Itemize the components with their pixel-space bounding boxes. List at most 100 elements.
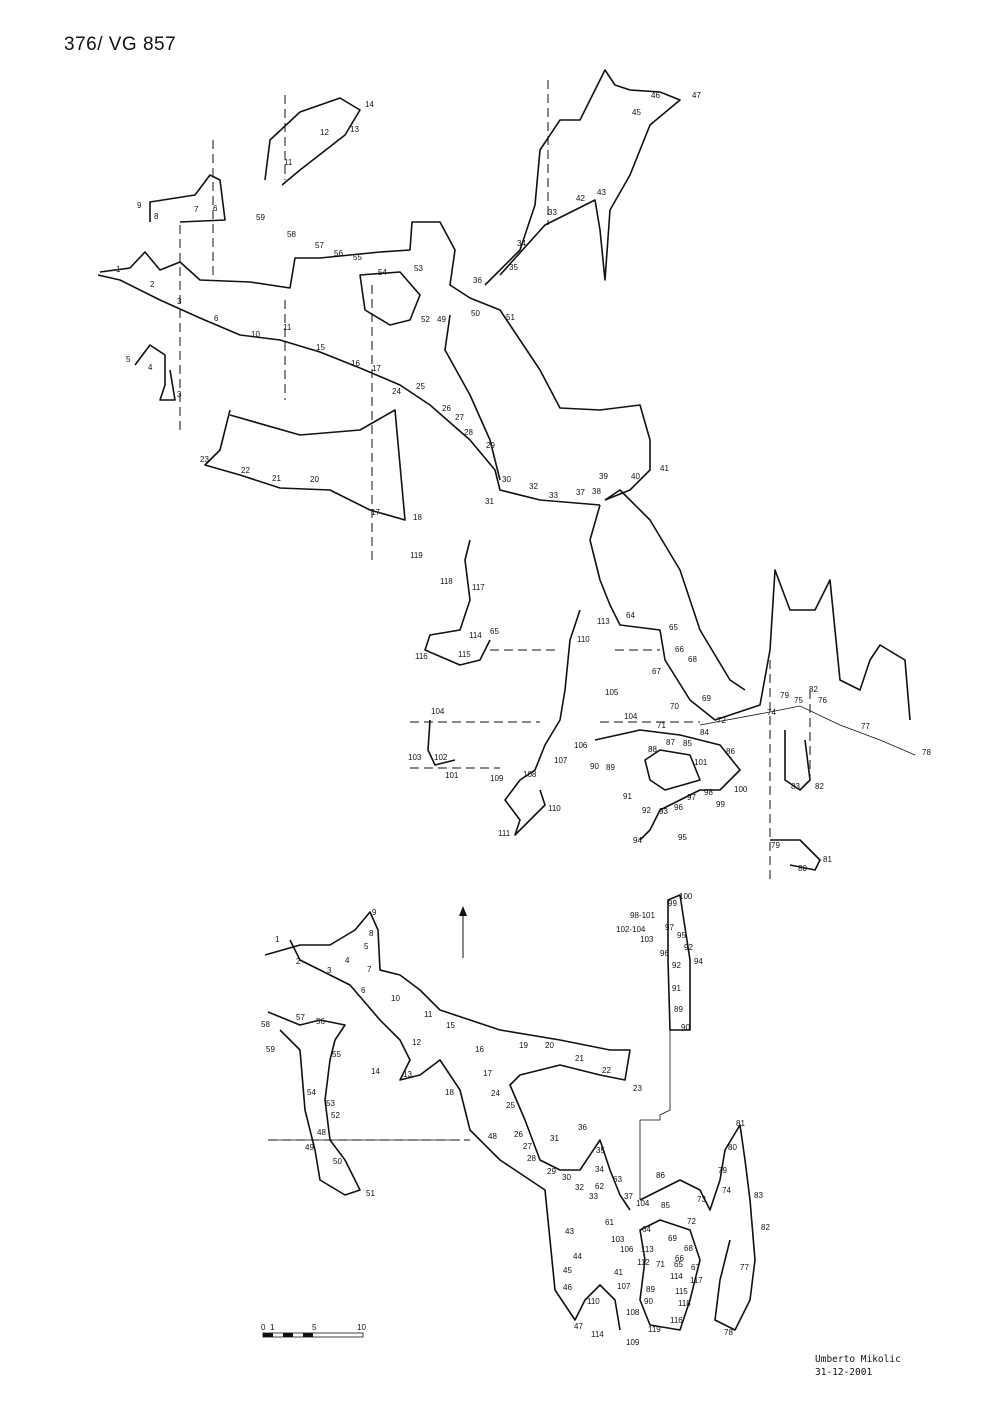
station-label: 79 <box>780 691 789 700</box>
station-label: 72 <box>717 716 726 725</box>
station-label: 45 <box>632 108 641 117</box>
station-label: 32 <box>529 482 538 491</box>
station-label: 80 <box>728 1143 737 1152</box>
station-label: 101 <box>445 771 459 780</box>
station-label: 43 <box>565 1227 574 1236</box>
station-label: 4 <box>148 363 153 372</box>
station-label: 103 <box>408 753 422 762</box>
station-label: 77 <box>861 722 870 731</box>
station-label: 49 <box>437 315 446 324</box>
station-label: 67 <box>652 667 661 676</box>
station-label: 77 <box>740 1263 749 1272</box>
station-label: 3 <box>327 966 332 975</box>
station-label: 53 <box>414 264 423 273</box>
station-label: 102-104 <box>616 925 646 934</box>
station-label: 65 <box>669 623 678 632</box>
station-label: 67 <box>691 1263 700 1272</box>
station-label: 35 <box>509 263 518 272</box>
station-label: 75 <box>794 696 803 705</box>
section-view <box>264 894 756 1331</box>
station-label: 29 <box>547 1167 556 1176</box>
station-label: 7 <box>194 205 199 214</box>
station-label: 102 <box>434 753 448 762</box>
station-label: 94 <box>633 836 642 845</box>
station-label: 81 <box>823 855 832 864</box>
station-label: 89 <box>646 1285 655 1294</box>
station-label: 20 <box>545 1041 554 1050</box>
station-label: 62 <box>595 1182 604 1191</box>
station-label: 90 <box>590 762 599 771</box>
station-label: 112 <box>637 1258 650 1267</box>
station-label: 74 <box>767 708 776 717</box>
station-label: 85 <box>683 739 692 748</box>
station-label: 34 <box>595 1165 604 1174</box>
station-label: 73 <box>697 1195 706 1204</box>
station-label: 52 <box>421 315 430 324</box>
station-label: 33 <box>589 1192 598 1201</box>
station-label: 23 <box>200 455 209 464</box>
station-label: 57 <box>315 241 324 250</box>
station-label: 8 <box>369 929 374 938</box>
station-label: 31 <box>485 497 494 506</box>
station-label: 15 <box>446 1021 455 1030</box>
station-label: 71 <box>657 721 666 730</box>
station-label: 54 <box>378 268 387 277</box>
station-label: 6 <box>213 204 218 213</box>
station-label: 4 <box>345 956 350 965</box>
station-label: 86 <box>726 747 735 756</box>
station-label: 32 <box>575 1183 584 1192</box>
station-label: 114 <box>591 1330 604 1339</box>
station-label: 9 <box>137 201 142 210</box>
station-label: 90 <box>681 1023 690 1032</box>
station-label: 33 <box>549 491 558 500</box>
station-label: 16 <box>351 359 360 368</box>
station-label: 24 <box>392 387 401 396</box>
station-label: 72 <box>687 1217 696 1226</box>
station-label: 98-101 <box>630 911 655 920</box>
station-label: 6 <box>361 986 366 995</box>
station-label: 101 <box>694 758 708 767</box>
station-label: 28 <box>464 428 473 437</box>
station-label: 96 <box>674 803 683 812</box>
station-label: 119 <box>648 1325 661 1334</box>
station-label: 110 <box>577 635 590 644</box>
station-label: 8 <box>154 212 159 221</box>
station-label: 55 <box>353 253 362 262</box>
station-label: 58 <box>287 230 296 239</box>
station-label: 68 <box>688 655 697 664</box>
station-label: 28 <box>527 1154 536 1163</box>
survey-title: 376/ VG 857 <box>64 34 177 55</box>
station-label: 119 <box>410 551 423 560</box>
station-label: 64 <box>642 1225 651 1234</box>
author-block: Umberto Mikolic 31-12-2001 <box>815 1353 901 1379</box>
station-label: 92 <box>672 961 681 970</box>
author-name: Umberto Mikolic <box>815 1354 901 1365</box>
station-label: 118 <box>678 1299 691 1308</box>
station-label: 70 <box>670 702 679 711</box>
north-arrow-head <box>459 906 467 916</box>
station-label: 93 <box>659 807 668 816</box>
station-label: 114 <box>670 1272 683 1281</box>
station-label: 54 <box>307 1088 316 1097</box>
station-label: 2 <box>296 957 301 966</box>
survey-date: 31-12-2001 <box>815 1367 873 1378</box>
station-label: 111 <box>498 829 511 838</box>
station-label: 95 <box>677 931 686 940</box>
station-label: 12 <box>320 128 329 137</box>
station-label: 82 <box>761 1223 770 1232</box>
station-label: 64 <box>626 611 635 620</box>
station-label: 18 <box>445 1088 454 1097</box>
station-label: 84 <box>700 728 709 737</box>
station-label: 23 <box>633 1084 642 1093</box>
station-label: 53 <box>326 1099 335 1108</box>
station-label: 109 <box>626 1338 640 1347</box>
station-label: 17 <box>483 1069 492 1078</box>
station-label: 27 <box>523 1142 532 1151</box>
station-label: 24 <box>491 1089 500 1098</box>
station-label: 106 <box>574 741 588 750</box>
station-label: 21 <box>575 1054 584 1063</box>
station-label: 33 <box>548 208 557 217</box>
station-label: 113 <box>597 617 610 626</box>
station-label: 37 <box>624 1192 633 1201</box>
